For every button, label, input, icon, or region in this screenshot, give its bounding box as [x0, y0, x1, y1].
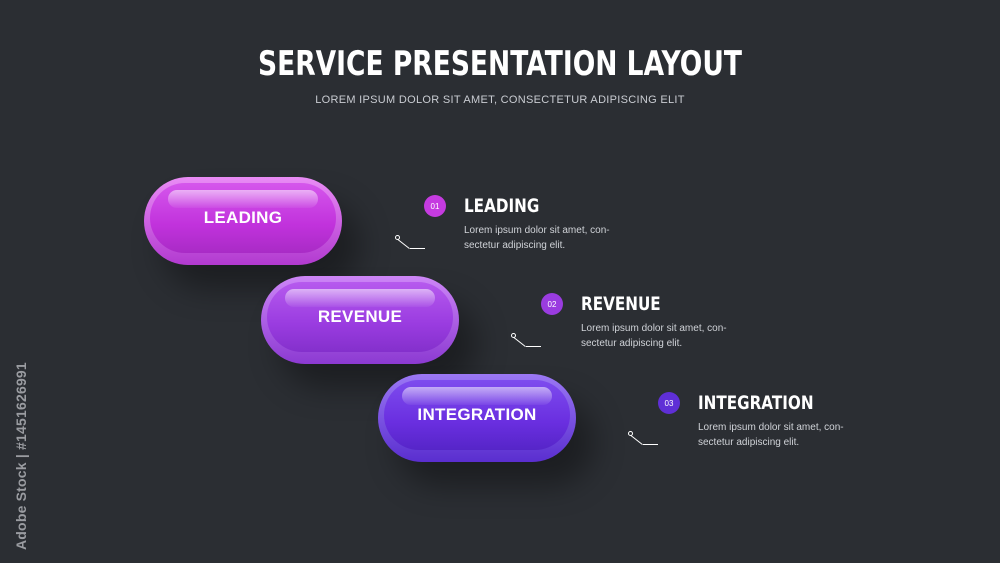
slide-title: SERVICE PRESENTATION LAYOUT: [258, 44, 742, 84]
info-description: Lorem ipsum dolor sit amet, con-sectetur…: [464, 225, 610, 251]
pill-leading-face: LEADING: [150, 183, 336, 253]
info-title: REVENUE: [581, 293, 661, 315]
pill-leading-label: LEADING: [203, 208, 283, 227]
info-description: Lorem ipsum dolor sit amet, con-sectetur…: [698, 422, 844, 448]
connector-line: [397, 239, 410, 250]
connector-line: [630, 435, 643, 446]
pill-revenue-label: REVENUE: [317, 307, 403, 326]
connector-2: [511, 333, 551, 353]
pill-integration[interactable]: INTEGRATION: [378, 374, 576, 462]
pill-revenue[interactable]: REVENUE: [261, 276, 459, 364]
connector-line: [526, 346, 541, 347]
pill-integration-face: INTEGRATION: [384, 380, 570, 450]
connector-3: [628, 431, 668, 451]
connector-line: [513, 337, 526, 348]
connector-line: [410, 248, 425, 249]
pill-leading[interactable]: LEADING: [144, 177, 342, 265]
step-number-badge: 01: [424, 195, 446, 217]
connector-line: [643, 444, 658, 445]
slide-subtitle: LOREM IPSUM DOLOR SIT AMET, CONSECTETUR …: [315, 94, 685, 106]
pill-gloss: [402, 387, 552, 405]
pill-gloss: [285, 289, 435, 307]
pill-integration-label: INTEGRATION: [417, 405, 537, 424]
info-description: Lorem ipsum dolor sit amet, con-sectetur…: [581, 323, 727, 349]
step-number-badge: 03: [658, 392, 680, 414]
connector-1: [395, 235, 435, 255]
step-number-badge: 02: [541, 293, 563, 315]
pill-gloss: [168, 190, 318, 208]
info-title: LEADING: [464, 195, 540, 217]
pill-revenue-face: REVENUE: [267, 282, 453, 352]
info-title: INTEGRATION: [698, 392, 814, 414]
stock-watermark: Adobe Stock | #1451626991: [13, 362, 29, 550]
